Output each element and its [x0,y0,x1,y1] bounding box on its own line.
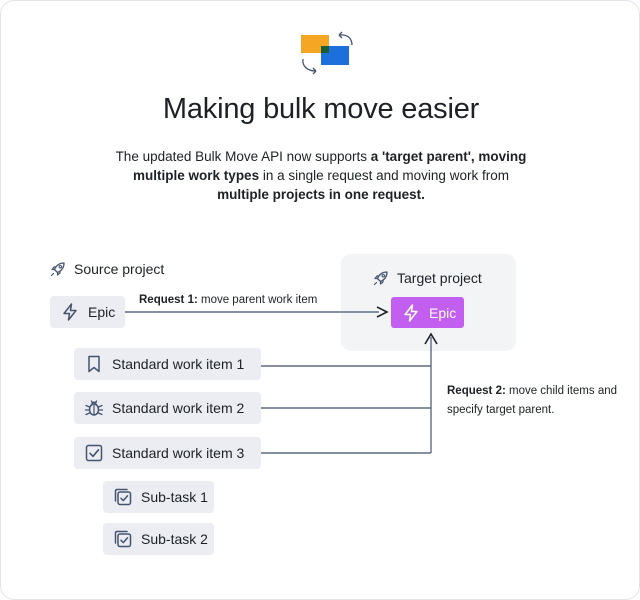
work-item-1-label: Standard work item 1 [112,356,245,372]
work-item-1: Standard work item 1 [74,348,261,380]
source-project-label: Source project [50,261,164,277]
work-item-3: Standard work item 3 [74,437,261,469]
work-item-2-label: Standard work item 2 [112,400,245,416]
lightning-icon [63,303,77,321]
bug-icon [84,400,104,416]
source-project-text: Source project [74,261,165,277]
subtask-1-label: Sub-task 1 [141,489,208,505]
request-1-text: move parent work item [197,294,318,306]
checkbox-icon [85,444,103,462]
subtask-1: Sub-task 1 [103,481,214,513]
desc-bold-2: multiple projects in one request. [217,187,425,202]
page-title: Making bulk move easier [162,93,480,125]
work-item-2: Standard work item 2 [74,392,261,424]
page-description: The updated Bulk Move API now supports a… [111,147,531,204]
subtask-2-label: Sub-task 2 [141,531,208,547]
request-2-label: Request 2: move child items and specify t… [447,382,617,420]
target-project-text: Target project [397,270,482,286]
rocket-icon [50,262,65,277]
subtask-icon [114,488,132,506]
work-item-3-label: Standard work item 3 [112,445,245,461]
request-1-bold: Request 1: [139,294,198,306]
request-2-bold: Request 2: [447,385,506,397]
desc-part-2: in a single request and moving work from [259,168,509,183]
target-epic-label: Epic [429,304,457,321]
request-2-text-1: move child items and [505,385,618,397]
target-project-label: Target project [373,270,482,286]
lightning-icon [404,303,418,322]
desc-part-1: The updated Bulk Move API now supports [115,149,371,164]
subtask-2: Sub-task 2 [103,523,214,555]
request-2-text-2: specify target parent. [447,404,555,416]
source-epic-chip: Epic [50,296,125,328]
target-epic-chip: Epic [391,297,464,328]
subtask-icon [114,530,132,548]
desc-bold-1: a 'target parent', moving multiple work … [133,149,527,183]
source-epic-label: Epic [88,304,116,320]
bulk-move-icon [301,31,353,75]
request-1-label: Request 1: move parent work item [139,291,317,310]
rocket-icon [373,271,388,286]
bookmark-icon [88,355,100,373]
